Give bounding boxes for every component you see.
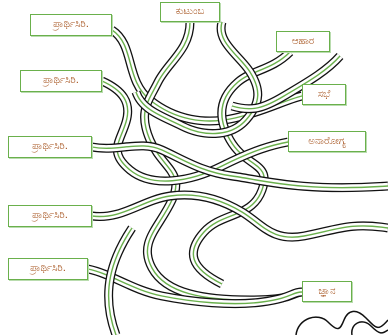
label-family: ಕುಟುಂಬ xyxy=(160,2,220,22)
label-pray-2: ಪ್ರಾರ್ಥಿಸಿರಿ. xyxy=(20,70,102,92)
label-pray-5: ಪ್ರಾರ್ಥಿಸಿರಿ. xyxy=(8,258,88,280)
label-pray-1: ಪ್ರಾರ್ಥಿಸಿರಿ. xyxy=(30,14,112,36)
label-knowledge: ಜ್ಞಾನ xyxy=(302,281,352,302)
label-pray-3: ಪ್ರಾರ್ಥಿಸಿರಿ. xyxy=(8,136,92,158)
label-food: ಆಹಾರ xyxy=(276,31,330,52)
corner-scribble-loop xyxy=(352,322,388,335)
label-pray-4: ಪ್ರಾರ್ಥಿಸಿರಿ. xyxy=(8,205,92,227)
label-meeting: ಸಭೆ xyxy=(302,84,346,105)
corner-scribble xyxy=(296,311,388,335)
road-7 xyxy=(88,269,302,304)
road-surface xyxy=(88,269,302,304)
label-illness: ಅನಾರೋಗ್ಯ xyxy=(288,131,366,152)
